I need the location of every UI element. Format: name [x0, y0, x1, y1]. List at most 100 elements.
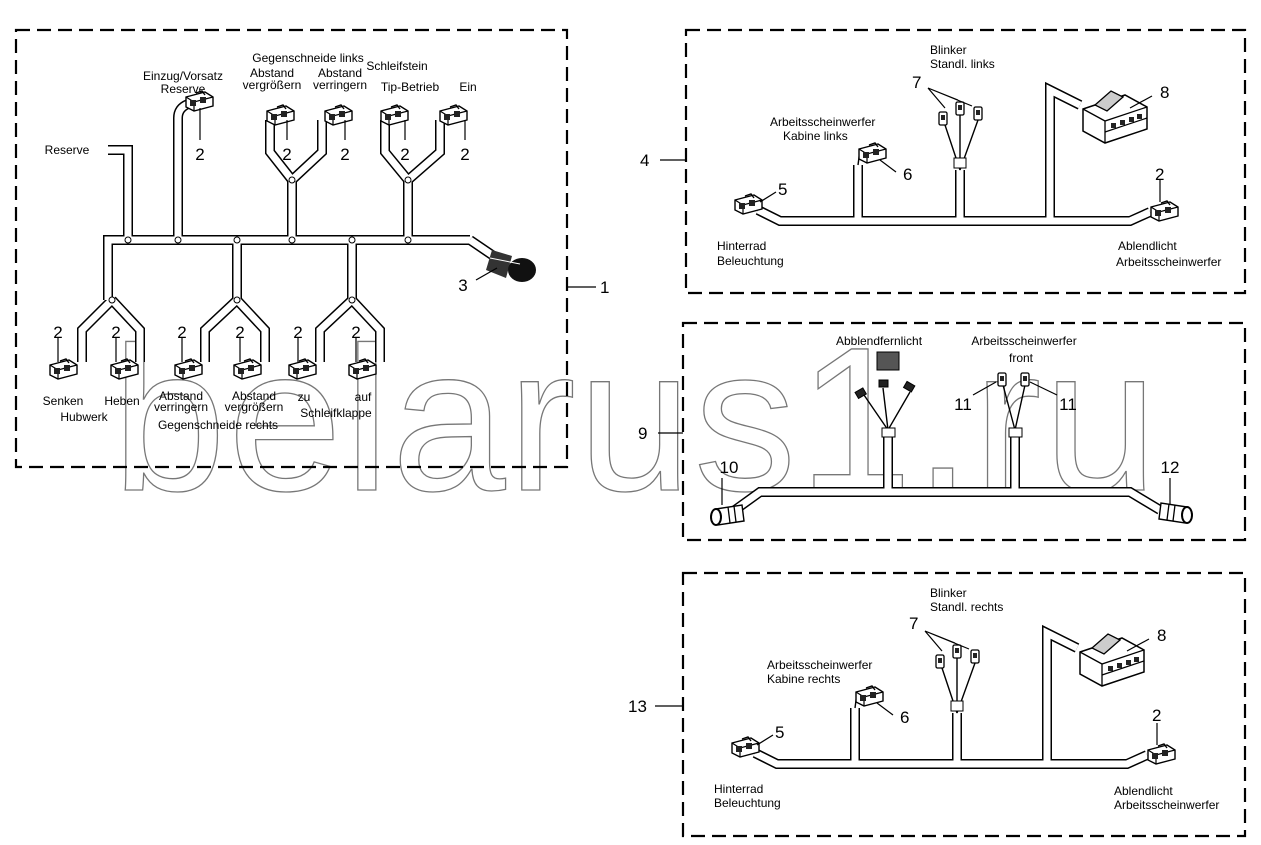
ref-6: 6	[903, 165, 912, 184]
ref-2: 2	[340, 145, 349, 164]
ref-2: 2	[195, 145, 204, 164]
connector-8	[1082, 90, 1148, 144]
harness-9-wires	[732, 351, 1163, 515]
harness-group-13: 13 7 8	[628, 571, 1247, 838]
label-einzug: Einzug/Vorsatz	[143, 69, 223, 83]
label-abstand: Abstand	[232, 389, 276, 403]
harness-13-wires	[752, 624, 1150, 769]
label-zu: zu	[298, 390, 311, 404]
label-kabine: Kabine rechts	[767, 672, 840, 686]
label-einzug-reserve: Reserve	[161, 82, 206, 96]
label-ablendlicht: Ablendlicht	[1114, 784, 1173, 798]
label-reserve: Reserve	[45, 143, 90, 157]
ref-10: 10	[720, 458, 739, 477]
label-tip-betrieb: Tip-Betrieb	[381, 80, 440, 94]
harness-group-9: 9 11 11 10	[638, 321, 1247, 542]
round-plug-3	[486, 250, 536, 282]
label-abstand: Abstand	[318, 66, 362, 80]
ref-2: 2	[177, 323, 186, 342]
connector-ein	[439, 104, 468, 126]
connector-8	[1079, 633, 1145, 687]
connector-6	[858, 142, 887, 164]
connector-senken	[49, 358, 78, 380]
connector-2	[1147, 743, 1176, 765]
connector-7	[955, 101, 965, 116]
label-gegen-rechts: Gegenschneide rechts	[158, 418, 278, 432]
label-arbeitsscheinwerfer: Arbeitsscheinwerfer	[770, 115, 875, 129]
label-ein: Ein	[459, 80, 476, 94]
label-hubwerk: Hubwerk	[60, 410, 108, 424]
connector-tip-betrieb	[380, 104, 409, 126]
label-hinterrad: Hinterrad	[717, 239, 766, 253]
ref-13: 13	[628, 697, 647, 716]
ref-2: 2	[1152, 706, 1161, 725]
ref-9: 9	[638, 424, 647, 443]
group-9-frame	[681, 321, 1247, 542]
label-ablendlicht: Ablendlicht	[1118, 239, 1177, 253]
connector-2	[1150, 200, 1179, 222]
label-gegen-links: Gegenschneide links	[252, 51, 363, 65]
ref-2: 2	[460, 145, 469, 164]
ref-3: 3	[458, 276, 467, 295]
label-blinker: Blinker	[930, 43, 967, 57]
connector-gegen-links-vergroessern	[266, 104, 295, 126]
label-vergroessern: vergrößern	[225, 400, 284, 414]
ref-7: 7	[909, 614, 918, 633]
label-schleifklappe: Schleifklappe	[300, 406, 372, 420]
ref-4: 4	[640, 151, 649, 170]
harness-group-1: 1	[14, 28, 609, 469]
group-13-frame	[681, 571, 1247, 838]
label-verringern: verringern	[154, 400, 208, 414]
label-verringern: verringern	[313, 78, 367, 92]
connector-7	[938, 111, 948, 126]
harness-4-wires	[755, 81, 1153, 226]
connector-7	[935, 654, 945, 669]
group-1-frame	[14, 28, 569, 469]
label-abblendfernlicht: Abblendfernlicht	[836, 334, 923, 348]
label-abstand: Abstand	[159, 389, 203, 403]
connector-11	[1020, 372, 1030, 387]
label-blinker: Blinker	[930, 586, 967, 600]
ref-12: 12	[1161, 458, 1180, 477]
ref-2: 2	[111, 323, 120, 342]
connector-7	[970, 649, 980, 664]
label-senken: Senken	[43, 394, 84, 408]
label-vergroessern: vergrößern	[243, 78, 302, 92]
ref-6: 6	[900, 708, 909, 727]
label-abstand: Abstand	[250, 66, 294, 80]
group-4-frame	[684, 28, 1247, 295]
connector-6	[855, 685, 884, 707]
label-arbeitsscheinwerfer: Arbeitsscheinwerfer	[767, 658, 872, 672]
ref-2: 2	[400, 145, 409, 164]
ref-2: 2	[351, 323, 360, 342]
ref-5: 5	[778, 180, 787, 199]
ref-2: 2	[282, 145, 291, 164]
label-standl: Standl. rechts	[930, 600, 1003, 614]
ref-2: 2	[235, 323, 244, 342]
ref-1: 1	[600, 278, 609, 297]
connector-gegen-links-verringern	[324, 104, 353, 126]
label-beleuchtung: Beleuchtung	[717, 254, 784, 268]
ref-8: 8	[1160, 83, 1169, 102]
connector-7	[973, 106, 983, 121]
connector-12	[1158, 502, 1193, 524]
connector-11	[997, 372, 1007, 387]
harness-1-wires	[77, 99, 498, 362]
ref-2: 2	[1155, 165, 1164, 184]
label-beleuchtung: Beleuchtung	[714, 796, 781, 810]
label-standl: Standl. links	[930, 57, 995, 71]
ref-11: 11	[954, 395, 972, 414]
label-front: front	[1009, 351, 1034, 365]
ref-2: 2	[293, 323, 302, 342]
connector-7	[952, 644, 962, 659]
label-auf: auf	[355, 390, 372, 404]
ref-7: 7	[912, 73, 921, 92]
harness-group-4: 4 7 8 6 5 2 Blinker Stand	[640, 28, 1247, 295]
ref-11: 11	[1059, 395, 1077, 414]
label-hinterrad: Hinterrad	[714, 782, 763, 796]
label-arbeitsscheinwerfer: Arbeitsscheinwerfer	[1114, 798, 1219, 812]
label-arbeitsscheinwerfer: Arbeitsscheinwerfer	[971, 334, 1076, 348]
ref-5: 5	[775, 723, 784, 742]
label-arbeitsscheinwerfer: Arbeitsscheinwerfer	[1116, 255, 1221, 269]
